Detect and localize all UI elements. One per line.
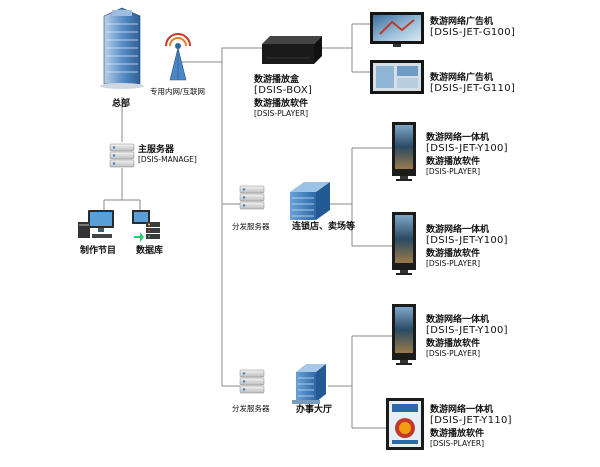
ad-g100-code: [DSIS-JET-G100] [430,27,516,38]
line-network-to-box [178,47,262,63]
box-name: 数游播放盒 [254,75,300,85]
production-label: 制作节目 [80,246,117,256]
chain-store-label: 连锁店、卖场等 [292,222,356,232]
chain-store-building-icon [290,182,330,220]
kiosk-1-code: [DSIS-JET-Y100] [426,143,508,154]
database-label: 数据库 [136,246,164,256]
kiosk-3-code: [DSIS-JET-Y100] [426,325,508,336]
dist-server-2-label: 分发服务器 [232,404,270,413]
kiosk-3-software-code: [DSIS-PLAYER] [426,349,481,358]
ad-g110-code: [DSIS-JET-G110] [430,83,516,94]
main-server-name: 主服务器 [138,145,175,155]
database-icon [132,210,160,242]
kiosk-4-icon [386,398,424,450]
ad-g100-label-block: 数游网络广告机 [DSIS-JET-G100] [430,14,515,38]
production-workstation-icon [78,210,114,238]
connection-lines [103,23,392,429]
line-box-to-ads [316,23,370,73]
kiosk-2-software-code: [DSIS-PLAYER] [426,259,481,268]
main-server-icon [109,143,135,168]
box-software: 数游播放软件 [254,99,309,109]
service-hall-building-icon [292,364,326,404]
ad-machine-g110-icon [370,60,424,94]
service-hall-label: 办事大厅 [296,405,333,415]
network-antenna-icon [165,33,191,81]
kiosk-1-icon [392,122,416,181]
kiosk-1-label-block: 数游网络一体机 [DSIS-JET-Y100] 数游播放软件 [DSIS-PLA… [426,130,508,176]
kiosk-3-software: 数游播放软件 [426,339,481,349]
ad-machine-g100-icon [370,12,424,47]
kiosk-1-name: 数游网络一体机 [426,133,490,143]
distribution-server-2-icon [239,369,265,394]
kiosk-3-label-block: 数游网络一体机 [DSIS-JET-Y100] 数游播放软件 [DSIS-PLA… [426,312,508,358]
kiosk-2-name: 数游网络一体机 [426,225,490,235]
box-code: [DSIS-BOX] [254,85,313,96]
ad-g110-label-block: 数游网络广告机 [DSIS-JET-G110] [430,70,515,94]
hq-label: 总部 [112,99,131,109]
kiosk-4-software-code: [DSIS-PLAYER] [430,439,485,448]
line-server-to-tools [103,168,141,210]
line-hall-to-kiosks [328,335,392,429]
kiosk-4-code: [DSIS-JET-Y110] [430,415,512,426]
kiosk-1-software-code: [DSIS-PLAYER] [426,167,481,176]
main-server-code: [DSIS-MANAGE] [138,155,197,164]
headquarters-building-icon [100,7,144,89]
kiosk-2-icon [392,212,416,275]
kiosk-4-label-block: 数游网络一体机 [DSIS-JET-Y110] 数游播放软件 [DSIS-PLA… [430,402,512,448]
kiosk-2-code: [DSIS-JET-Y100] [426,235,508,246]
box-label-block: 数游播放盒 [DSIS-BOX] 数游播放软件 [DSIS-PLAYER] [254,72,312,118]
kiosk-2-software: 数游播放软件 [426,249,481,259]
kiosk-3-icon [392,304,416,365]
dist-server-1-label: 分发服务器 [232,222,270,231]
ad-g110-name: 数游网络广告机 [430,73,494,83]
distribution-server-1-icon [239,185,265,210]
kiosk-4-name: 数游网络一体机 [430,405,494,415]
main-server-label-block: 主服务器 [DSIS-MANAGE] [138,142,197,164]
kiosk-1-software: 数游播放软件 [426,157,481,167]
kiosk-3-name: 数游网络一体机 [426,315,490,325]
player-box-icon [262,36,322,64]
kiosk-2-label-block: 数游网络一体机 [DSIS-JET-Y100] 数游播放软件 [DSIS-PLA… [426,222,508,268]
box-software-code: [DSIS-PLAYER] [254,109,309,118]
network-label: 专用内网/互联网 [150,87,206,96]
kiosk-4-software: 数游播放软件 [430,429,485,439]
line-chain-to-kiosks [328,147,392,247]
ad-g100-name: 数游网络广告机 [430,17,494,27]
